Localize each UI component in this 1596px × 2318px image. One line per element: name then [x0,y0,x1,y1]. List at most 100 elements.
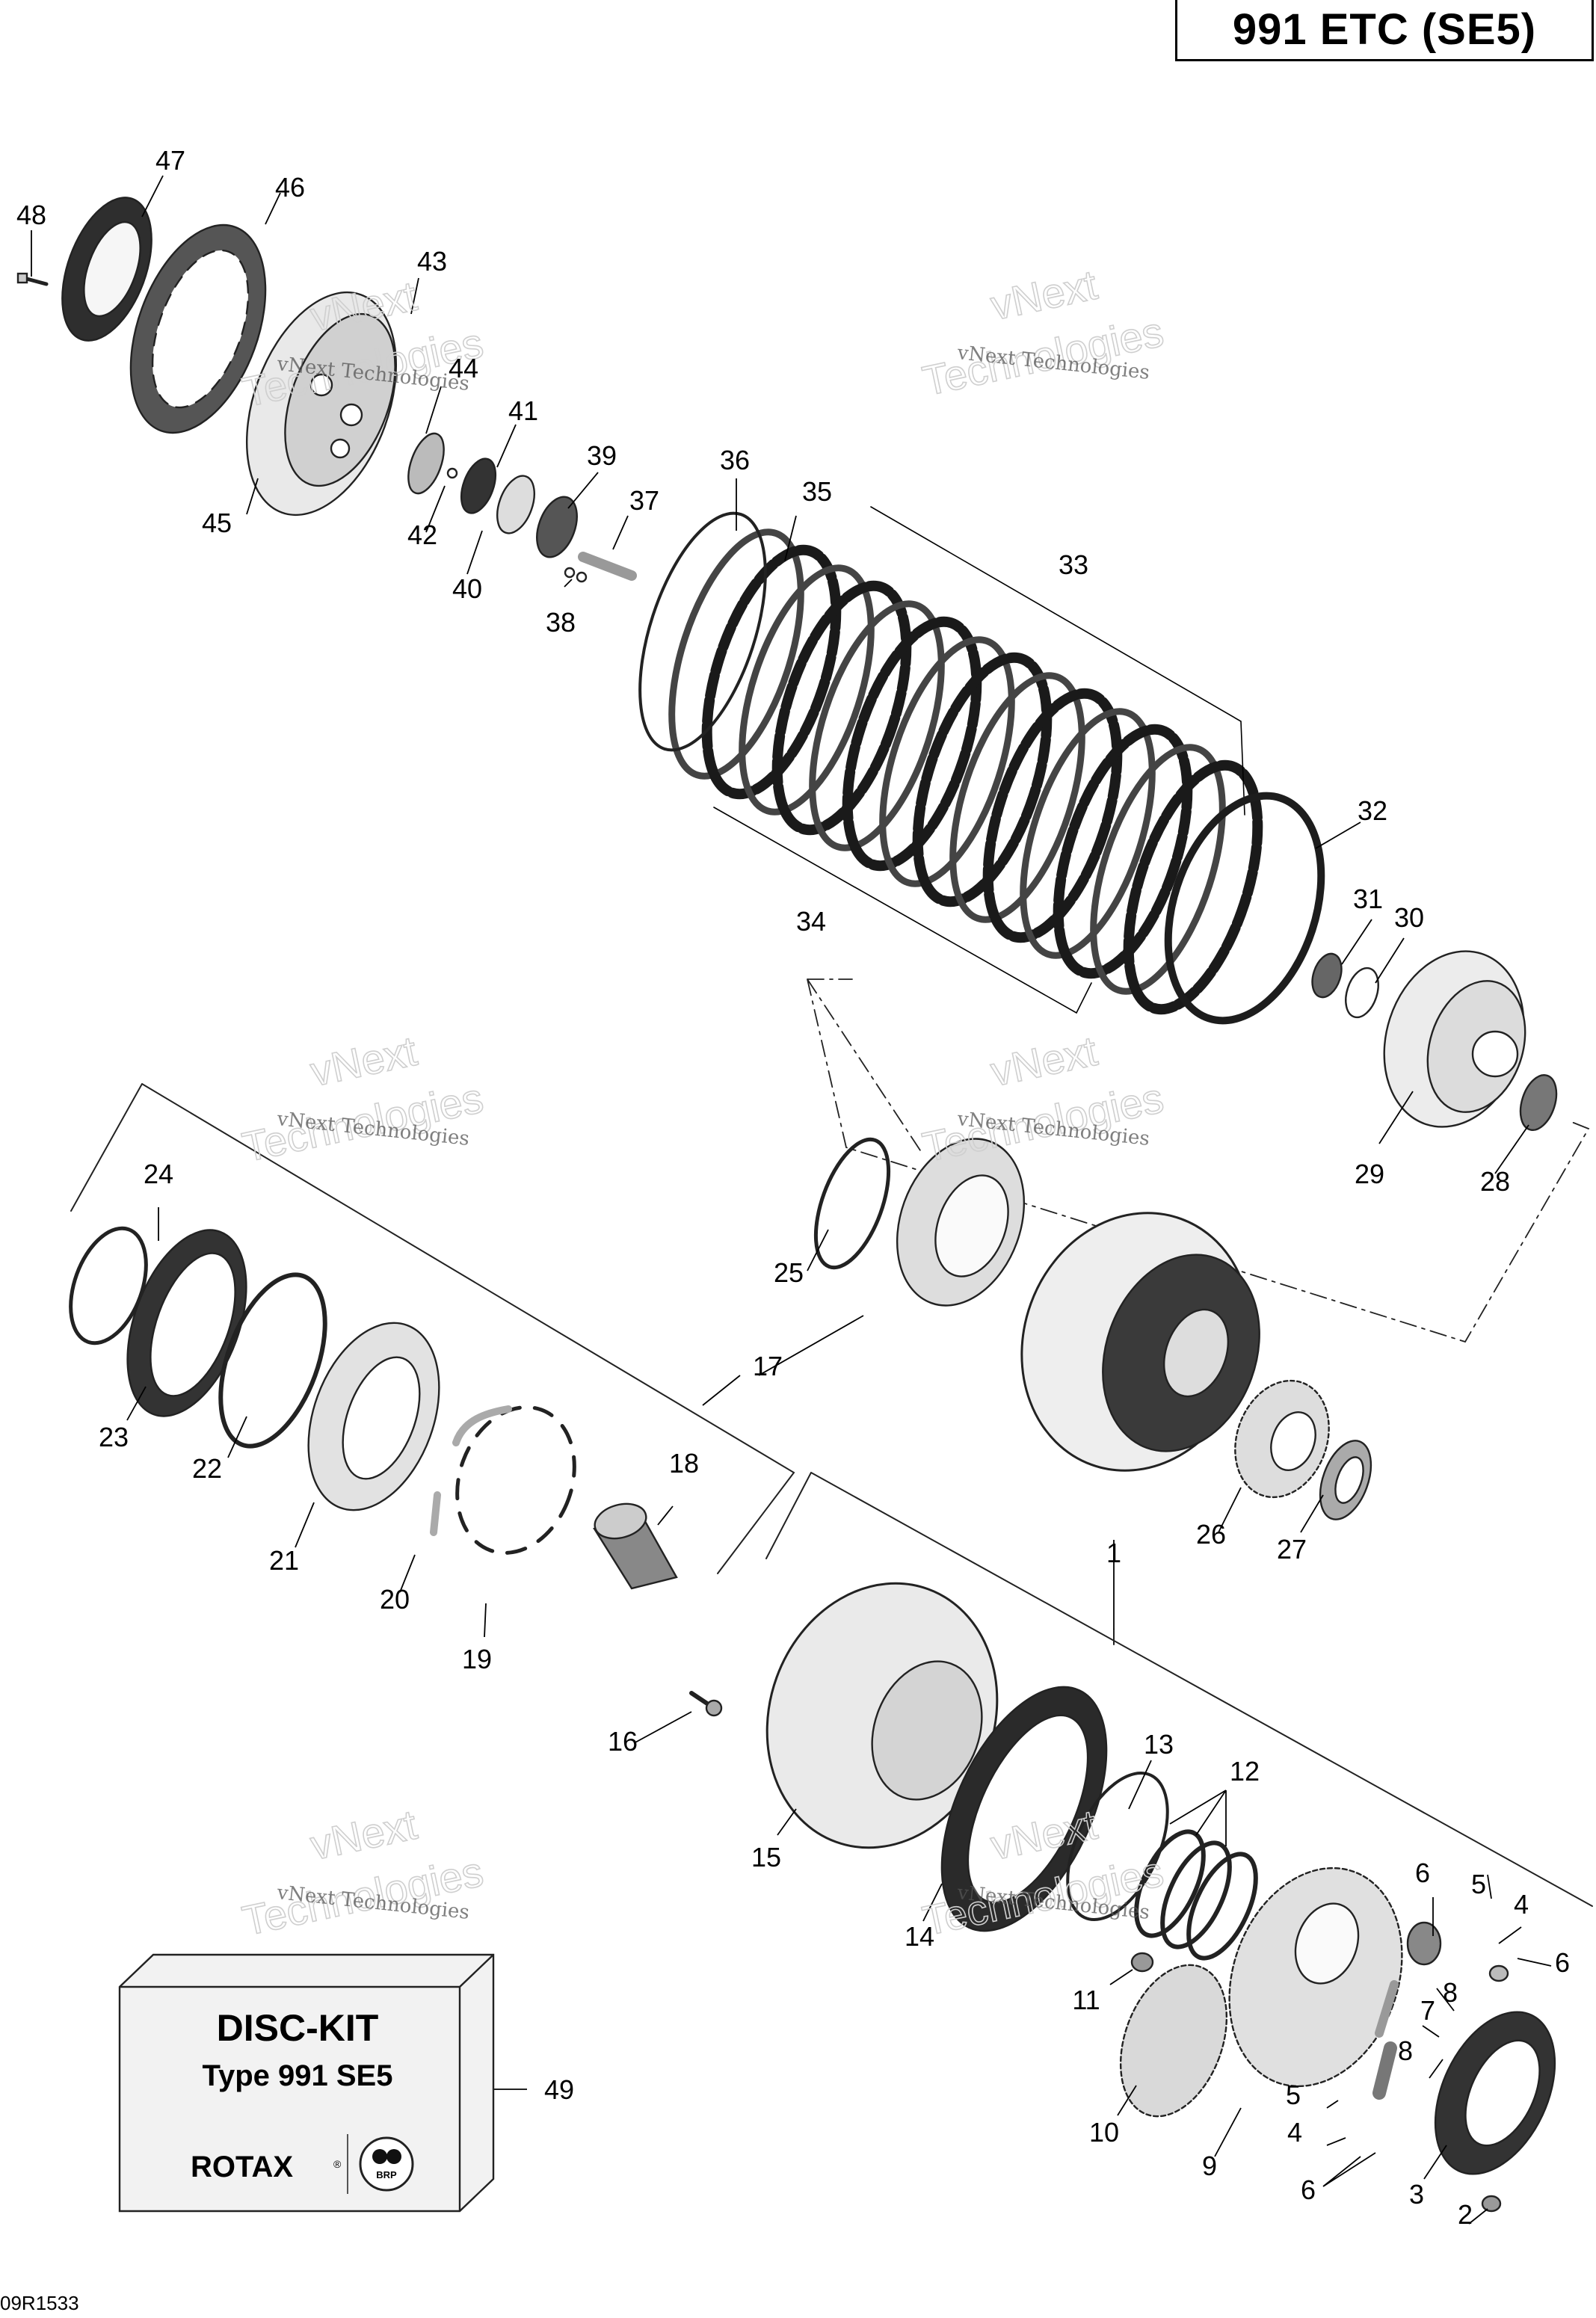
part-25-circlip [813,1137,891,1270]
part-3-cover-plate [1434,2011,1556,2175]
clutch-disc [1090,744,1226,995]
callout-4: 4 [1287,2117,1302,2148]
callout-22: 22 [192,1453,222,1484]
callout-35: 35 [802,476,832,507]
callout-26: 26 [1196,1519,1226,1550]
callout-5: 5 [1286,2080,1301,2110]
clutch-disc [1123,759,1263,1015]
callout-36: 36 [720,445,750,475]
parts-30-31-nut-washer [1311,952,1379,1019]
part-48-bolt [16,272,49,286]
callout-14: 14 [905,1921,934,1952]
callout-18: 18 [669,1448,699,1479]
brp-logo-icon [359,2136,414,2192]
clutch-disc [982,688,1123,943]
callout-29: 29 [1355,1159,1384,1189]
watermark-vnext: vNext [987,261,1102,329]
callout-24: 24 [144,1159,173,1189]
callout-8: 8 [1443,1977,1458,2008]
callout-9: 9 [1202,2151,1217,2181]
part-20-rollers [430,1405,512,1536]
part-28-circlip [1519,1074,1558,1131]
part-12-rings [1134,1829,1258,1961]
callout-37: 37 [629,485,659,516]
callout-21: 21 [269,1545,299,1576]
part-13-circlip [1066,1772,1169,1921]
brp-logo-text: BRP [376,2169,397,2180]
part-19-sprag-cage [455,1405,576,1555]
callout-7: 7 [1420,1995,1435,2026]
watermark-vnext: vNext [306,1027,422,1095]
hub-assembly-outline [807,978,1590,1343]
watermark-vnext: vNext [306,1801,422,1869]
callout-11: 11 [1072,1985,1100,2015]
callout-12: 12 [1230,1756,1260,1787]
reference-code: 09R1533 [0,2292,79,2314]
part-22-ring [218,1272,327,1449]
callout-15: 15 [751,1842,781,1872]
callout-30: 30 [1394,902,1424,933]
watermark-vnext: vNext [987,1027,1102,1095]
part-36-ring [638,511,767,752]
callout-31: 31 [1353,884,1383,914]
callout-5: 5 [1471,1869,1486,1899]
part-18-bushing [593,1502,678,1590]
callout-47: 47 [155,145,185,176]
part-43-clutch-cover [245,291,398,517]
part-2-nut [1481,2195,1502,2213]
callout-32: 32 [1358,795,1387,826]
callout-10: 10 [1089,2117,1119,2148]
part-27-washer [1319,1440,1372,1520]
part-15-outer-basket [765,1582,999,1849]
callout-44: 44 [449,353,478,383]
part-9-large-gear [1228,1867,1403,2088]
disc-kit-title: DISC-KIT [217,2007,379,2049]
callout-23: 23 [99,1422,129,1452]
callout-13: 13 [1144,1729,1174,1760]
callout-25: 25 [774,1257,804,1288]
callout-28: 28 [1480,1166,1510,1197]
part-1-outer-housing [1020,1212,1260,1472]
left-group-bracket [70,1083,795,1574]
part-26-gear [1234,1379,1330,1499]
callout-38: 38 [546,607,576,638]
part-46-gasket [129,224,267,434]
clutch-disc [739,564,875,816]
callout-49: 49 [544,2074,574,2105]
callout-39: 39 [587,440,617,471]
clutch-disc [1020,708,1156,959]
callout-6: 6 [1415,1858,1430,1888]
part-29-inner-hub [1383,950,1526,1128]
callout-17: 17 [753,1351,783,1381]
callout-16: 16 [608,1726,638,1757]
callout-46: 46 [275,172,305,203]
callout-41: 41 [508,395,538,426]
diagram-title: 991 ETC (SE5) [1175,0,1594,61]
part-23-friction-ring [126,1229,247,1417]
callout-27: 27 [1277,1534,1307,1565]
part-14-friction-disc [940,1686,1108,1932]
clutch-disc [771,580,912,836]
rotax-logo: ROTAX [191,2151,293,2183]
clutch-disc [809,600,945,851]
clutch-disc [701,544,842,800]
callout-19: 19 [462,1644,492,1674]
clutch-disc [668,528,804,780]
clutch-disc-stack [668,506,1263,1015]
part-17-sprag-carrier [896,1138,1026,1307]
clutch-disc [1053,724,1193,979]
part-21-cam-plate [307,1322,440,1511]
part-10-small-gear [1119,1964,1228,2118]
callout-48: 48 [16,200,46,230]
callout-layer: 4847464344454142403938373635333432313029… [16,145,1570,2230]
callout-33: 33 [1059,549,1088,580]
lower-group-bracket [765,1472,1593,1907]
callout-43: 43 [417,246,447,277]
callout-42: 42 [407,520,437,550]
disc-stack-brackets [713,506,1245,1014]
